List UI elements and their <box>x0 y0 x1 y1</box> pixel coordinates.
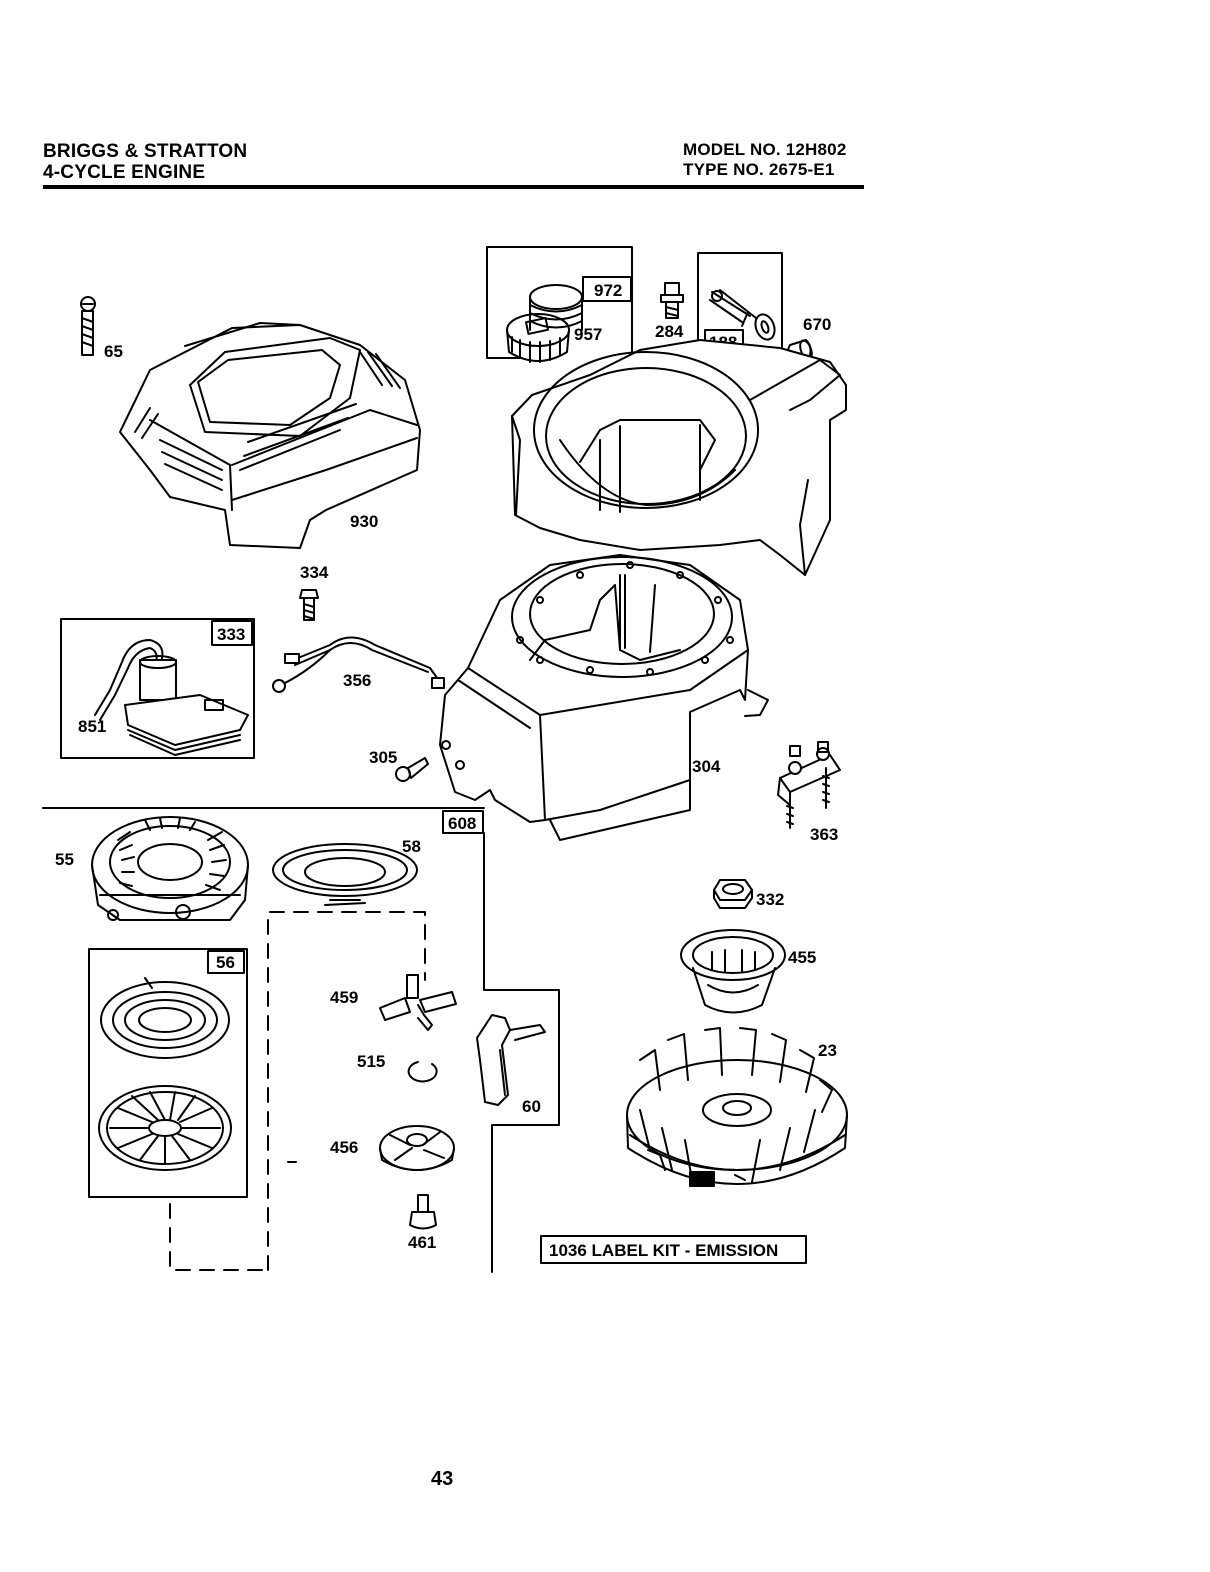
connector-dashes <box>169 911 426 1271</box>
label-284: 284 <box>655 322 684 341</box>
label-930: 930 <box>350 512 378 531</box>
part-455-cup: 455 <box>680 929 816 1014</box>
part-972-box: 972 957 <box>486 246 633 363</box>
part-fuel-tank <box>511 284 847 576</box>
label-456: 456 <box>330 1138 358 1157</box>
label-58: 58 <box>402 837 421 856</box>
part-515-clip: 515 <box>357 1052 438 1083</box>
header-right: MODEL NO. 12H802 TYPE NO. 2675-E1 <box>683 140 847 180</box>
part-58-rope: 58 <box>272 837 421 906</box>
part-23-flywheel: 23 <box>626 1027 848 1187</box>
part-459-pawl: 459 <box>330 974 457 1031</box>
label-65: 65 <box>104 342 123 361</box>
part-608-bracket: 608 <box>42 807 560 1273</box>
label-670: 670 <box>803 315 831 334</box>
brand-title: BRIGGS & STRATTON <box>43 141 248 162</box>
part-60-handle: 60 <box>476 1014 546 1116</box>
part-333-box: 333 851 <box>60 618 255 759</box>
label-461: 461 <box>408 1233 436 1252</box>
part-461-screw: 461 <box>408 1194 437 1252</box>
part-188-box: 188 <box>697 252 783 353</box>
label-455: 455 <box>788 948 816 967</box>
header-rule <box>43 185 864 189</box>
label-332: 332 <box>756 890 784 909</box>
header-left: BRIGGS & STRATTON 4-CYCLE ENGINE <box>43 141 247 183</box>
part-930-cover: 930 <box>119 322 421 549</box>
label-459: 459 <box>330 988 358 1007</box>
label-851: 851 <box>78 717 106 736</box>
label-334: 334 <box>300 563 329 582</box>
part-304-housing: 304 <box>439 554 769 841</box>
label-23: 23 <box>818 1041 837 1060</box>
part-363-bracket: 363 <box>777 741 841 844</box>
part-65-screw: 65 <box>80 296 123 361</box>
part-305-screw: 305 <box>369 748 429 782</box>
label-972: 972 <box>594 281 622 300</box>
engine-title: 4-CYCLE ENGINE <box>43 162 206 183</box>
part-456-cup: 456 <box>330 1125 455 1171</box>
part-356-wire: 356 <box>272 636 445 693</box>
label-55: 55 <box>55 850 74 869</box>
part-332-nut: 332 <box>713 879 784 909</box>
type-number: TYPE NO. 2675-E1 <box>683 160 835 179</box>
part-334-bolt: 334 <box>299 563 329 621</box>
label-608: 608 <box>448 814 476 833</box>
part-284-bolt: 284 <box>655 282 684 341</box>
label-60: 60 <box>522 1097 541 1116</box>
label-957: 957 <box>574 325 602 344</box>
part-55-starter-housing: 55 <box>55 816 249 921</box>
page-number: 43 <box>431 1468 454 1490</box>
label-56: 56 <box>216 953 235 972</box>
label-kit-box: 1036 LABEL KIT - EMISSION <box>540 1235 807 1264</box>
label-kit-text: 1036 LABEL KIT - EMISSION <box>549 1241 778 1260</box>
part-56-box: 56 <box>88 948 248 1198</box>
label-304: 304 <box>692 757 721 776</box>
label-363: 363 <box>810 825 838 844</box>
label-305: 305 <box>369 748 397 767</box>
label-333: 333 <box>217 625 245 644</box>
label-515: 515 <box>357 1052 385 1071</box>
label-356: 356 <box>343 671 371 690</box>
model-number: MODEL NO. 12H802 <box>683 140 847 159</box>
